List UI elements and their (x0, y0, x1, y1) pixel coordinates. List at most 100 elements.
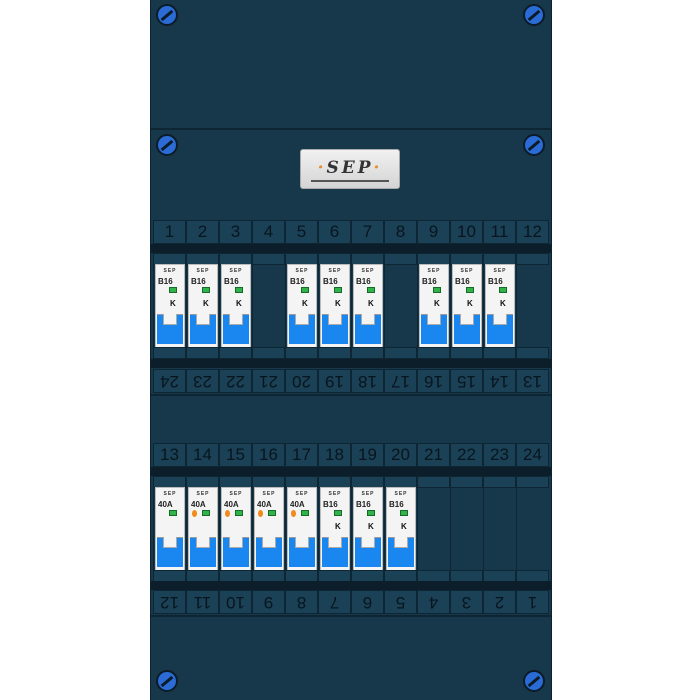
breaker-rating: 40A (290, 500, 305, 509)
breaker-toggle[interactable] (223, 537, 249, 567)
breaker-brand: SEP (196, 491, 210, 497)
circuit-number: 9 (417, 220, 450, 244)
status-indicator (202, 287, 210, 293)
circuit-number: 8 (384, 220, 417, 244)
breaker-toggle[interactable] (388, 537, 414, 567)
breaker-rating: B16 (323, 277, 338, 286)
circuit-number: 14 (186, 443, 219, 467)
circuit-number: 10 (219, 590, 252, 614)
circuit-number: 5 (285, 220, 318, 244)
breaker-brand: SEP (328, 491, 342, 497)
din-slot (483, 487, 516, 571)
circuit-number: 1 (153, 220, 186, 244)
circuit-number: 4 (252, 220, 285, 244)
breaker-rating: B16 (422, 277, 437, 286)
din-slot (417, 487, 450, 571)
breaker-toggle[interactable] (289, 314, 315, 344)
circuit-number: 4 (417, 590, 450, 614)
status-indicator (499, 287, 507, 293)
breaker-toggle[interactable] (355, 314, 381, 344)
breaker-toggle[interactable] (421, 314, 447, 344)
k-mark: K (236, 299, 242, 308)
breaker-toggle[interactable] (157, 314, 183, 344)
breaker-toggle[interactable] (190, 537, 216, 567)
circuit-number: 13 (153, 443, 186, 467)
din-slot (450, 487, 483, 571)
breaker-toggle[interactable] (355, 537, 381, 567)
breaker-rating: B16 (455, 277, 470, 286)
breaker-rating: B16 (224, 277, 239, 286)
breaker-rating: B16 (356, 500, 371, 509)
status-indicator (334, 510, 342, 516)
status-indicator (367, 510, 375, 516)
din-strip (151, 581, 551, 590)
breaker-brand: SEP (262, 491, 276, 497)
din-slot (516, 264, 549, 348)
breaker-toggle[interactable] (454, 314, 480, 344)
din-rail (153, 347, 549, 359)
breaker-toggle[interactable] (322, 314, 348, 344)
circuit-number: 1 (516, 590, 549, 614)
circuit-number: 23 (483, 443, 516, 467)
breaker-toggle[interactable] (190, 314, 216, 344)
status-indicator (169, 287, 177, 293)
breaker-toggle[interactable] (289, 537, 315, 567)
circuit-number: 19 (318, 369, 351, 393)
breaker-brand: SEP (295, 268, 309, 274)
breaker-toggle[interactable] (256, 537, 282, 567)
breaker-toggle[interactable] (322, 537, 348, 567)
screw-icon (156, 4, 178, 26)
screw-icon (523, 670, 545, 692)
screw-icon (523, 134, 545, 156)
test-button[interactable] (225, 510, 230, 517)
test-button[interactable] (258, 510, 263, 517)
breaker-toggle[interactable] (223, 314, 249, 344)
test-button[interactable] (291, 510, 296, 517)
circuit-number: 15 (219, 443, 252, 467)
breaker-rating: B16 (158, 277, 173, 286)
status-indicator (367, 287, 375, 293)
breaker-rating: B16 (191, 277, 206, 286)
brand-logo: ·SEP· (300, 149, 400, 189)
breaker-toggle[interactable] (157, 537, 183, 567)
circuit-number: 21 (252, 369, 285, 393)
screw-icon (523, 4, 545, 26)
test-button[interactable] (192, 510, 197, 517)
breaker-toggle[interactable] (487, 314, 513, 344)
screw-icon (156, 670, 178, 692)
k-mark: K (335, 299, 341, 308)
breaker-rating: B16 (389, 500, 404, 509)
circuit-number: 16 (417, 369, 450, 393)
din-strip (151, 244, 551, 253)
breaker-rating: B16 (323, 500, 338, 509)
din-strip (151, 359, 551, 368)
din-rail (153, 253, 549, 265)
k-mark: K (302, 299, 308, 308)
